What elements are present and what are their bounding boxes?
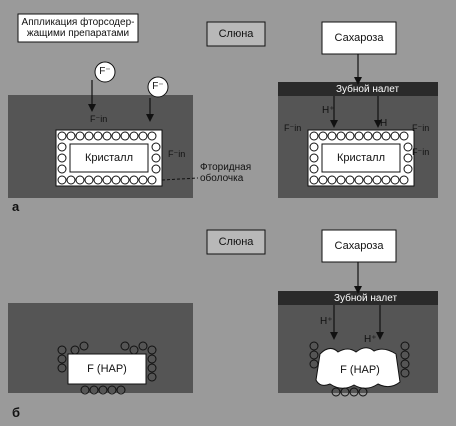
saliva-box-b — [206, 229, 266, 255]
f-in-right-3: F⁻in — [412, 147, 430, 157]
sucrose-box-a — [321, 21, 397, 55]
plaque-label-a: Зубной налет — [336, 84, 400, 95]
plaque-layer-a — [278, 82, 438, 96]
fluoride-ion-circle-2 — [147, 76, 169, 98]
h-plus-a-1: H⁺ — [322, 105, 335, 116]
crystal-label-left: Кристалл — [84, 151, 134, 164]
fhap-beads-right — [309, 341, 410, 397]
panel-letter-b: б — [12, 405, 21, 420]
fhap-label-left: F (HAP) — [87, 362, 127, 375]
panel-letter-a: а — [12, 199, 20, 214]
fhap-label-right: F (HAP) — [340, 363, 380, 376]
f-in-right-2: F⁻in — [412, 123, 430, 133]
fluoride-ion-label-1: F⁻ — [99, 66, 111, 78]
h-plus-b-2: H⁺ — [364, 334, 377, 345]
sucrose-box-b — [321, 229, 397, 263]
sucrose-label-b: Сахароза — [334, 239, 384, 252]
fluoride-ion-label-2: F⁻ — [152, 81, 164, 93]
fluoride-shell-beads-left — [57, 131, 161, 185]
fluoride-ion-circle-1 — [94, 61, 116, 83]
f-in-left-1: F⁻in — [90, 114, 108, 124]
h-plus-a-2: H — [380, 118, 388, 129]
application-box — [17, 13, 139, 43]
fhap-crystal-left — [67, 353, 147, 385]
saliva-box-a — [206, 21, 266, 47]
saliva-label-b: Слюна — [218, 235, 254, 248]
application-label: Аппликация фторсодер-жащими препаратами — [21, 16, 135, 40]
plaque-label-b: Зубной налет — [334, 293, 398, 304]
crystal-label-right: Кристалл — [336, 151, 386, 164]
f-in-right-1: F⁻in — [284, 123, 302, 133]
f-in-left-2: F⁻in — [168, 149, 186, 159]
h-plus-b-1: H⁺ — [320, 316, 333, 327]
sucrose-label-a: Сахароза — [334, 31, 384, 44]
fluoride-shell-pointer — [161, 177, 199, 181]
fhap-crystal-right-eroded — [315, 347, 401, 389]
fluoride-shell-beads-right — [309, 131, 413, 185]
saliva-label-a: Слюна — [218, 27, 254, 40]
fluoride-shell-label: Фторидная оболочка — [200, 162, 252, 184]
fhap-beads-left — [57, 341, 157, 395]
plaque-layer-b — [278, 291, 438, 305]
